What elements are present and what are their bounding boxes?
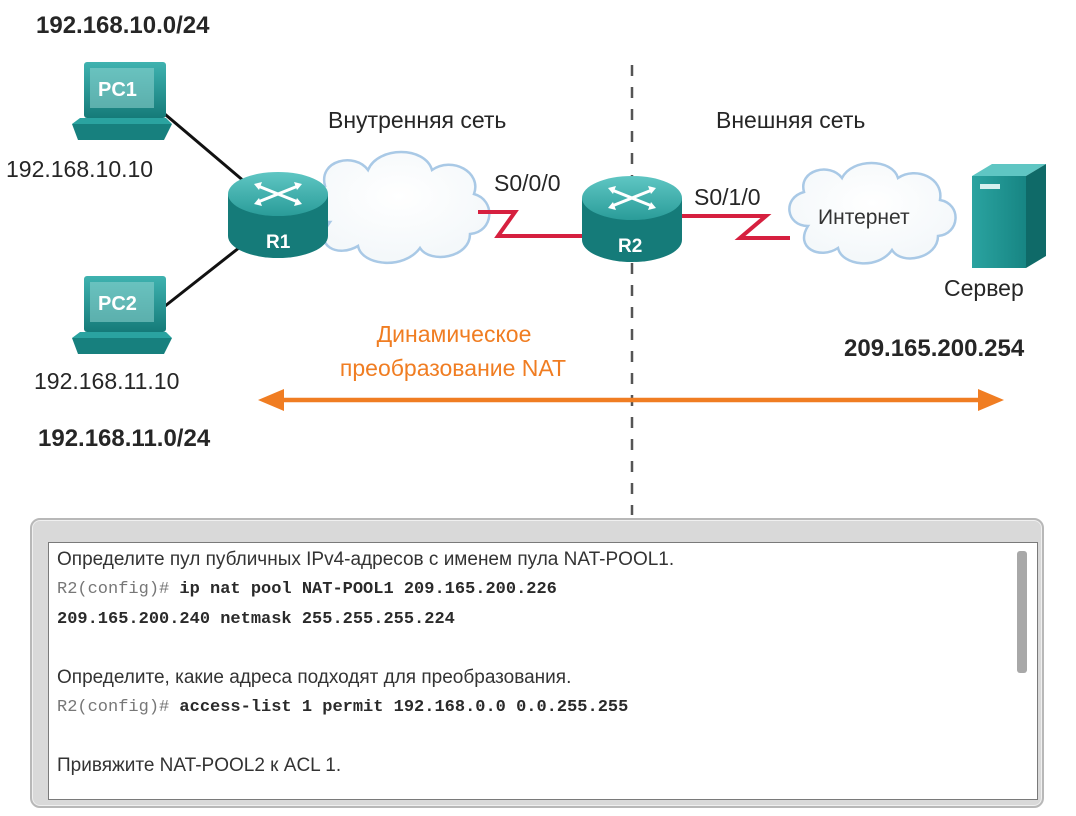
console-command: ip nat pool NAT-POOL1 209.165.200.226: [169, 580, 557, 599]
console-prompt: R2(config)#: [57, 580, 170, 599]
console-panel: Определите пул публичных IPv4-адресов с …: [30, 518, 1044, 808]
inside-network-bottom-label: 192.168.11.0/24: [38, 425, 211, 452]
console-line: Привяжите NAT-POOL2 к ACL 1.: [57, 755, 342, 776]
pc1-r1-link: [159, 108, 253, 190]
nat-double-arrow: [258, 389, 1004, 411]
console-line: Определите, какие адреса подходят для пр…: [57, 667, 572, 688]
pc2-label: PC2: [98, 293, 137, 315]
console-command: 209.165.200.240 netmask 255.255.255.224: [57, 610, 455, 629]
pc1-icon: [72, 62, 172, 140]
network-diagram: PC1 PC2 R1 R2: [6, 12, 1046, 515]
console-blank-line: [57, 723, 1007, 751]
console-window: Определите пул публичных IPv4-адресов с …: [48, 542, 1038, 800]
console-command-line: R2(config)# ip nat pool NAT-POOL1 209.16…: [57, 575, 1007, 605]
console-command-line: 209.165.200.240 netmask 255.255.255.224: [57, 605, 1007, 635]
inside-cloud-icon: [307, 150, 491, 264]
s000-interface-label: S0/0/0: [494, 170, 561, 196]
server-label: Сервер: [944, 275, 1024, 301]
server-icon: [972, 164, 1046, 268]
nat-label-line1: Динамическое: [377, 321, 532, 347]
internet-label: Интернет: [818, 206, 910, 229]
serial-link-r1-r2: [478, 210, 584, 238]
r2-router-icon: [582, 176, 682, 262]
s010-interface-label: S0/1/0: [694, 184, 761, 210]
pc2-ip-label: 192.168.11.10: [34, 368, 179, 394]
r2-label: R2: [618, 236, 642, 257]
r1-label: R1: [266, 232, 291, 253]
inside-network-label: Внутренняя сеть: [328, 107, 506, 133]
nat-label-line2: преобразование NAT: [340, 355, 566, 381]
console-scrollbar[interactable]: [1017, 551, 1027, 673]
pc1-label: PC1: [98, 79, 137, 101]
console-command: access-list 1 permit 192.168.0.0 0.0.255…: [169, 698, 629, 717]
console-command-line: R2(config)# access-list 1 permit 192.168…: [57, 693, 1007, 723]
inside-network-top-label: 192.168.10.0/24: [36, 12, 210, 39]
console-line: Определите пул публичных IPv4-адресов с …: [57, 549, 675, 570]
console-text: Определите пул публичных IPv4-адресов с …: [57, 545, 1007, 781]
outside-network-label: Внешняя сеть: [716, 107, 865, 133]
pc2-icon: [72, 276, 172, 354]
r1-router-icon: [228, 172, 328, 258]
console-blank-line: [57, 635, 1007, 663]
server-ip-label: 209.165.200.254: [844, 335, 1025, 362]
pc1-ip-label: 192.168.10.10: [6, 156, 153, 182]
internet-cloud-icon: [788, 161, 957, 265]
console-prompt: R2(config)#: [57, 698, 170, 717]
serial-link-r2-internet: [676, 214, 790, 240]
